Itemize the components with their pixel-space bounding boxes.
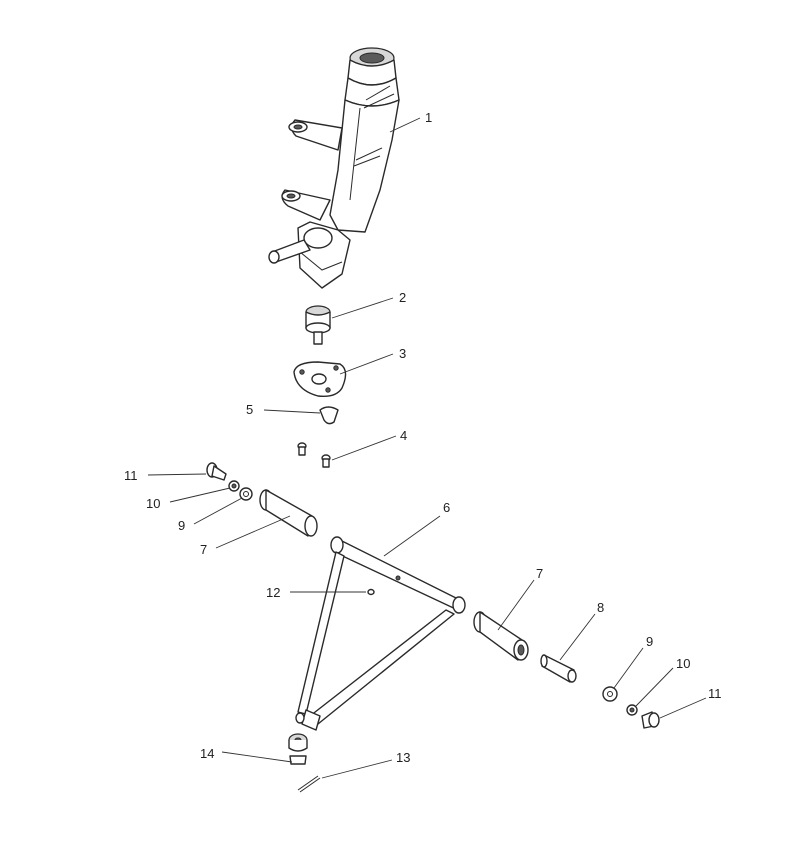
callout-8: 8 [597,600,604,615]
part-7-bushing-right [473,611,529,661]
part-8-sleeve [540,654,577,683]
part-10-nut-left [228,480,240,492]
leader-14 [221,751,293,763]
callout-1: 1 [425,110,432,125]
part-14-castle-nut [288,733,308,765]
part-9-washer-right [602,686,618,702]
callout-11-right: 11 [708,686,722,701]
leader-2 [331,297,394,319]
leader-10-right [635,667,674,707]
callout-4: 4 [400,428,407,443]
leader-10-left [169,487,231,503]
callout-6: 6 [443,500,450,515]
leader-13 [321,759,393,779]
part-1-steering-knuckle [268,47,400,289]
leader-11-right [659,697,707,719]
leader-8 [559,613,596,661]
callout-9-left: 9 [178,518,185,533]
leader-11-left [147,473,207,476]
callout-10-right: 10 [676,656,690,671]
leader-4 [331,435,397,461]
leader-7-left [215,515,291,549]
callout-10-left: 10 [146,496,160,511]
leader-1 [389,117,421,133]
callout-9-right: 9 [646,634,653,649]
callout-13: 13 [396,750,410,765]
part-9-washer-left [239,487,253,501]
part-2-ball-joint [305,305,331,345]
leader-6 [383,515,441,557]
leader-lines [147,117,707,779]
callout-3: 3 [399,346,406,361]
part-11-bolt-left [206,462,227,481]
leader-9-left [193,497,243,525]
part-10-nut-right [626,704,638,716]
part-12-grease-fitting [367,588,375,596]
part-3-mounting-plate [293,361,347,398]
part-7-bushing-left [259,489,318,537]
part-6-a-arm [295,536,466,731]
part-13-cotter-pin [297,775,321,793]
callout-7-right: 7 [536,566,543,581]
leader-7-right [497,579,535,631]
callout-7-left: 7 [200,542,207,557]
callout-labels: 1 2 3 5 4 11 10 9 7 6 12 7 8 9 10 11 14 … [124,110,722,765]
callout-5: 5 [246,402,253,417]
part-11-bolt-right [641,711,660,729]
part-5-cap [319,406,339,425]
leader-3 [339,353,394,375]
leader-5 [263,409,321,414]
part-4-bolts [297,442,331,468]
callout-2: 2 [399,290,406,305]
callout-11-left: 11 [124,468,138,483]
callout-12: 12 [266,585,280,600]
leader-9-right [613,647,644,689]
callout-14: 14 [200,746,214,761]
